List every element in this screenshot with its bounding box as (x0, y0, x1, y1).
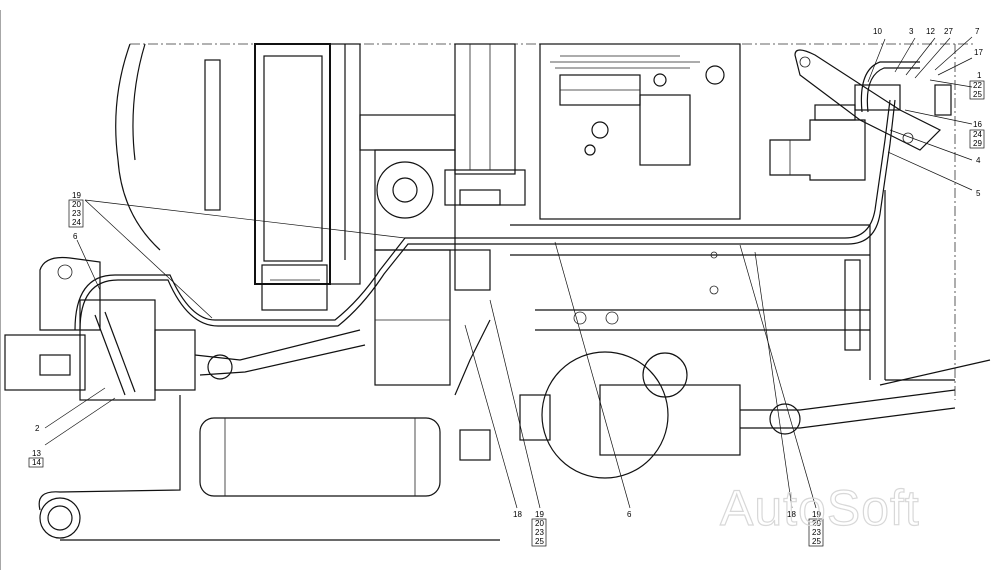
callout-27: 27 (944, 27, 953, 36)
callout-7: 7 (975, 27, 980, 36)
callout-29: 29 (973, 139, 982, 148)
hydraulic-lines (74, 61, 920, 396)
callout-19: 19 (535, 510, 544, 519)
callout-17: 17 (974, 48, 983, 57)
leader-lines (44, 36, 973, 509)
callout-20: 20 (72, 200, 81, 209)
callout-18: 18 (513, 510, 522, 519)
callout-23: 23 (812, 528, 821, 537)
callout-13: 13 (32, 449, 41, 458)
callout-25: 25 (535, 537, 544, 546)
callout-16: 16 (973, 120, 982, 129)
callout-23: 23 (535, 528, 544, 537)
callout-3: 3 (909, 27, 914, 36)
callout-labels: 10 3 12 27 7 17 1 22 25 16 24 29 4 5 19 … (32, 27, 983, 546)
callout-10: 10 (873, 27, 882, 36)
radiator-fan (115, 43, 361, 311)
callout-6: 6 (73, 232, 78, 241)
pump-assembly (359, 43, 526, 386)
callout-20: 20 (812, 519, 821, 528)
callout-25: 25 (812, 537, 821, 546)
callout-4: 4 (976, 156, 981, 165)
callout-12: 12 (926, 27, 935, 36)
callout-boxes (28, 80, 985, 547)
callout-5: 5 (976, 189, 981, 198)
callout-24: 24 (973, 130, 982, 139)
frame-rails (510, 190, 955, 381)
callout-14: 14 (32, 458, 41, 467)
callout-20: 20 (535, 519, 544, 528)
callout-2: 2 (35, 424, 40, 433)
round-tank (519, 351, 741, 479)
callout-24: 24 (72, 218, 81, 227)
starter-motor (769, 104, 866, 181)
callout-19: 19 (812, 510, 821, 519)
mounting-bracket (794, 49, 952, 151)
callout-19: 19 (72, 191, 81, 200)
callout-6: 6 (627, 510, 632, 519)
air-tank (199, 417, 491, 497)
callout-25: 25 (973, 90, 982, 99)
drive-shaft (740, 359, 991, 435)
left-hydraulic-unit (4, 256, 366, 401)
injection-pump (539, 43, 741, 220)
callout-1: 1 (977, 71, 982, 80)
lower-frame-arm (38, 395, 500, 541)
callout-18: 18 (787, 510, 796, 519)
callout-23: 23 (72, 209, 81, 218)
callout-22: 22 (973, 81, 982, 90)
watermark: AutoSoft (720, 480, 920, 536)
